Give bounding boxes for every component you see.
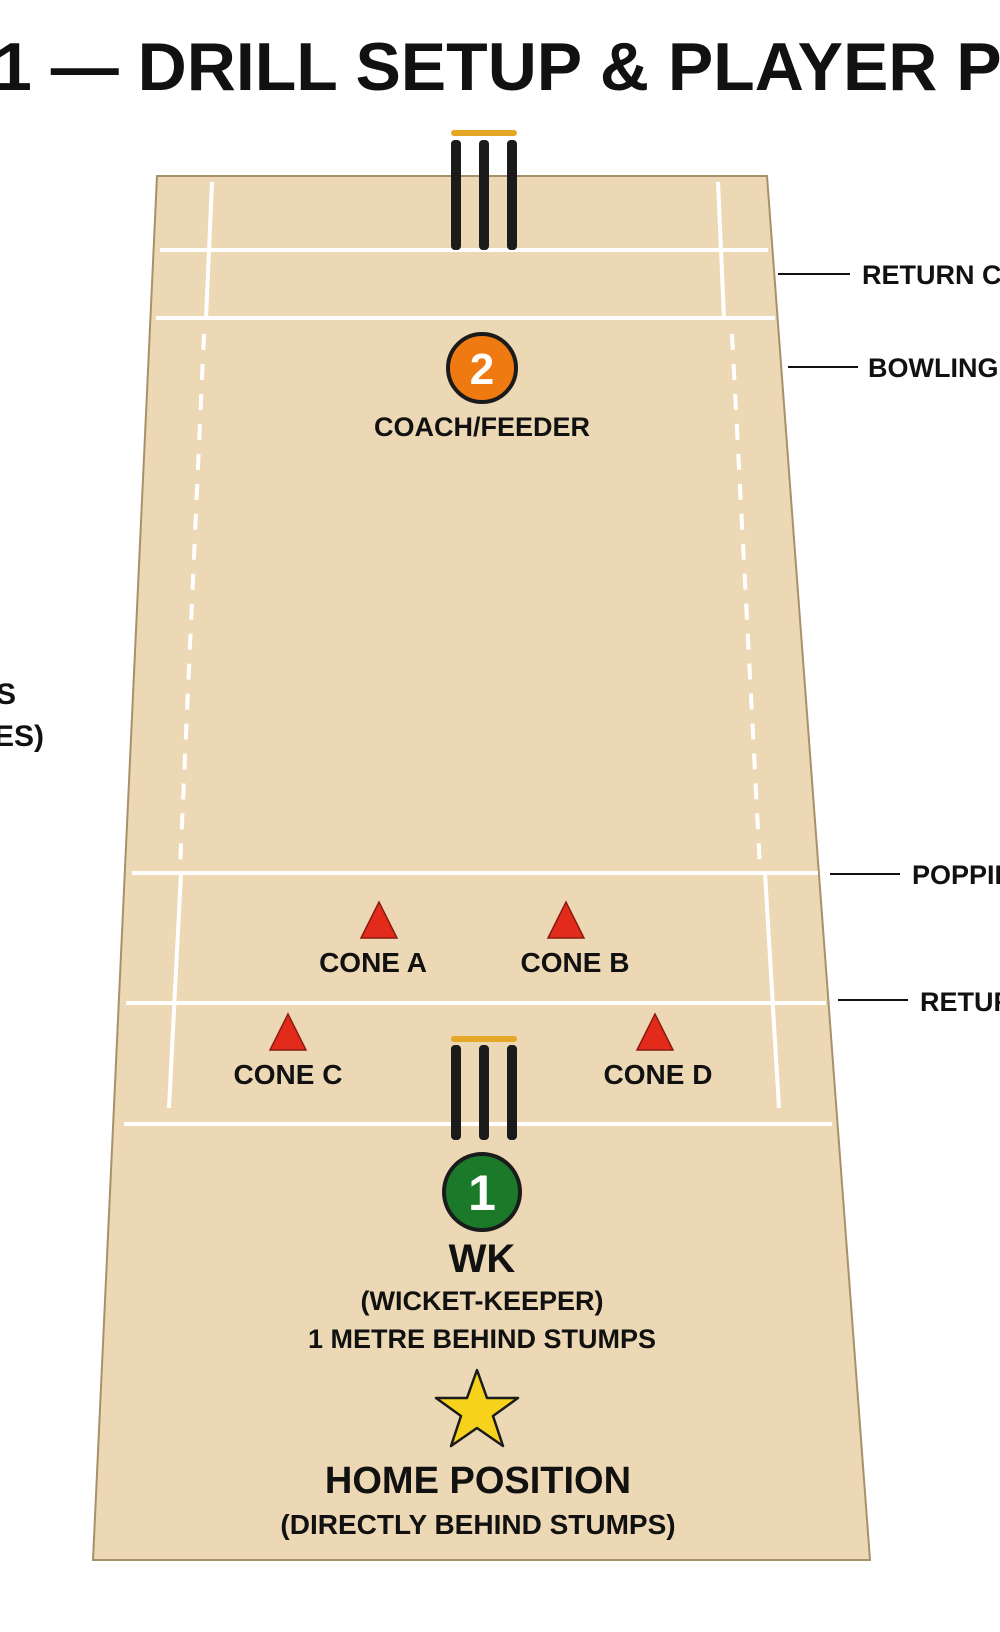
cone-d-label: CONE D	[604, 1059, 713, 1090]
top-bail-left	[451, 130, 487, 136]
home-label: HOME POSITION	[325, 1460, 631, 1502]
bottom-creases	[124, 871, 832, 1126]
wk-marker: 1 WK (WICKET-KEEPER) 1 METRE BEHIND STUM…	[308, 1152, 656, 1354]
pitch	[91, 175, 872, 1561]
top-bail-right	[481, 130, 517, 136]
bowling-crease-label: BOWLING C	[868, 353, 1000, 383]
popping-crease-label: POPPII	[912, 860, 1000, 890]
home-position: HOME POSITION (DIRECTLY BEHIND STUMPS)	[280, 1368, 676, 1540]
cone-c-label: CONE C	[234, 1059, 343, 1090]
bottom-bail-left	[451, 1036, 487, 1042]
wk-sub-label: (WICKET-KEEPER)	[361, 1286, 604, 1316]
top-right-return-line	[716, 181, 726, 319]
cone-c-icon	[268, 1012, 308, 1051]
cone-a-icon	[359, 900, 399, 939]
cone-b-icon	[546, 900, 586, 939]
top-creases	[156, 181, 775, 320]
cones: CONE A CONE B CONE C CONE D	[234, 900, 713, 1090]
bottom-right-return-line	[763, 872, 781, 1109]
coach-label: COACH/FEEDER	[374, 412, 590, 442]
coach-circle	[446, 332, 518, 404]
wk-label: WK	[449, 1237, 516, 1281]
left-label-bottom: ES)	[0, 720, 44, 753]
coach-number: 2	[470, 345, 494, 394]
star-icon	[434, 1368, 520, 1448]
leader-lines	[778, 273, 908, 1001]
home-sub-label: (DIRECTLY BEHIND STUMPS)	[280, 1509, 675, 1540]
left-label-top: S	[0, 678, 16, 711]
wk-number: 1	[468, 1165, 496, 1221]
bottom-stumps	[451, 1036, 517, 1140]
return-crease-bottom-label: RETUR	[920, 987, 1000, 1017]
cone-b-label: CONE B	[521, 947, 630, 978]
coach-marker: 2 COACH/FEEDER	[374, 332, 590, 442]
top-left-return-line	[204, 181, 214, 319]
page-title: 1 — DRILL SETUP & PLAYER POS	[0, 29, 1000, 105]
bottom-left-return-line	[167, 872, 183, 1109]
return-crease-top-label: RETURN CRI	[862, 260, 1000, 290]
bottom-bail-right	[481, 1036, 517, 1042]
wk-distance-label: 1 METRE BEHIND STUMPS	[308, 1324, 656, 1354]
top-stumps	[451, 130, 517, 250]
cone-a-label: CONE A	[319, 947, 427, 978]
wk-circle	[442, 1152, 522, 1232]
cone-d-icon	[635, 1012, 675, 1051]
